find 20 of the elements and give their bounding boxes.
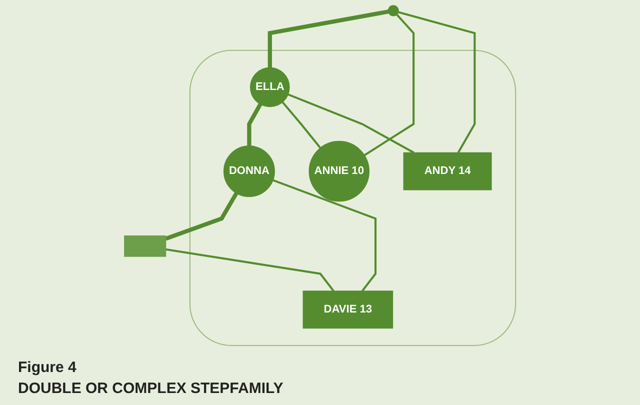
node-circle — [223, 146, 275, 198]
connector — [268, 10, 389, 68]
cluster — [189, 50, 516, 346]
node-circle — [308, 140, 370, 202]
node-box — [124, 235, 166, 257]
node-box — [403, 152, 492, 190]
figure-number: Figure 4 — [18, 359, 78, 376]
connector — [166, 248, 334, 292]
connector — [288, 93, 414, 154]
connector — [282, 101, 322, 149]
connector — [364, 14, 415, 156]
connector — [247, 103, 262, 146]
connector — [398, 11, 476, 154]
node-circle — [250, 67, 290, 108]
node-box — [302, 290, 394, 329]
node-circle — [388, 5, 399, 16]
genogram-drawing: ELLA DONNA ANNIE 10 ANDY 14 DAVIE 13 — [0, 0, 640, 351]
caption: DOUBLE OR COMPLEX STEPFAMILY — [18, 380, 284, 397]
connector — [272, 179, 377, 292]
connector — [165, 192, 238, 241]
